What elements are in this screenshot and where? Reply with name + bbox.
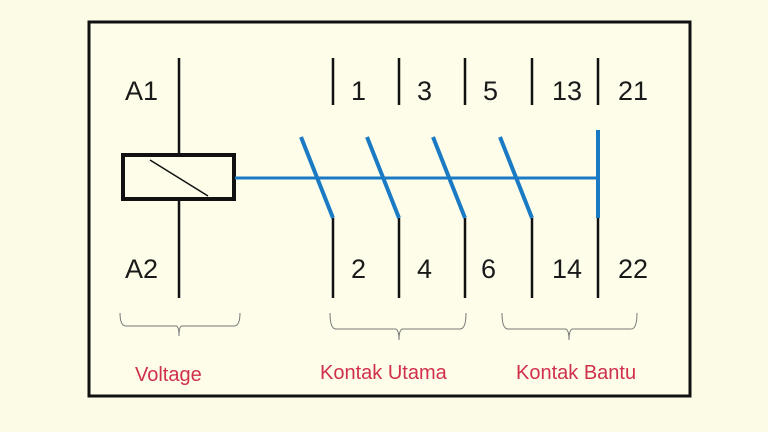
contact-13-14: 13 14: [498, 58, 582, 298]
terminal-1: 1: [351, 76, 366, 106]
contact-1-2: 12: [299, 58, 366, 298]
terminal-14: 14: [552, 254, 582, 284]
terminal-5: 5: [483, 76, 498, 106]
group-braces: [119, 312, 638, 341]
terminal-a2: A2: [125, 254, 158, 284]
contact-open-blade: [299, 136, 335, 219]
terminal-22: 22: [618, 254, 648, 284]
terminal-6: 6: [481, 254, 496, 284]
contact-3-4: 34: [365, 58, 432, 298]
diagram-frame: [87, 20, 692, 398]
label-kontak-utama: Kontak Utama: [320, 362, 448, 384]
contact-open-blade: [431, 136, 467, 219]
brace-voltage: [119, 312, 241, 337]
coil: A1 A2: [121, 58, 236, 298]
terminal-3: 3: [417, 76, 432, 106]
coil-symbol: [121, 153, 236, 201]
terminal-2: 2: [351, 254, 366, 284]
terminal-21: 21: [618, 76, 648, 106]
label-kontak-bantu: Kontak Bantu: [516, 362, 636, 384]
terminal-4: 4: [417, 254, 432, 284]
terminal-13: 13: [552, 76, 582, 106]
contact-5-6: 56: [431, 58, 498, 298]
brace-main: [329, 312, 467, 341]
contact-21-22: 21 22: [596, 58, 648, 298]
contact-open-blade: [365, 136, 401, 219]
brace-aux: [501, 312, 638, 341]
contact-open-blade: [498, 136, 534, 219]
terminal-a1: A1: [125, 76, 158, 106]
label-voltage: Voltage: [135, 364, 202, 386]
